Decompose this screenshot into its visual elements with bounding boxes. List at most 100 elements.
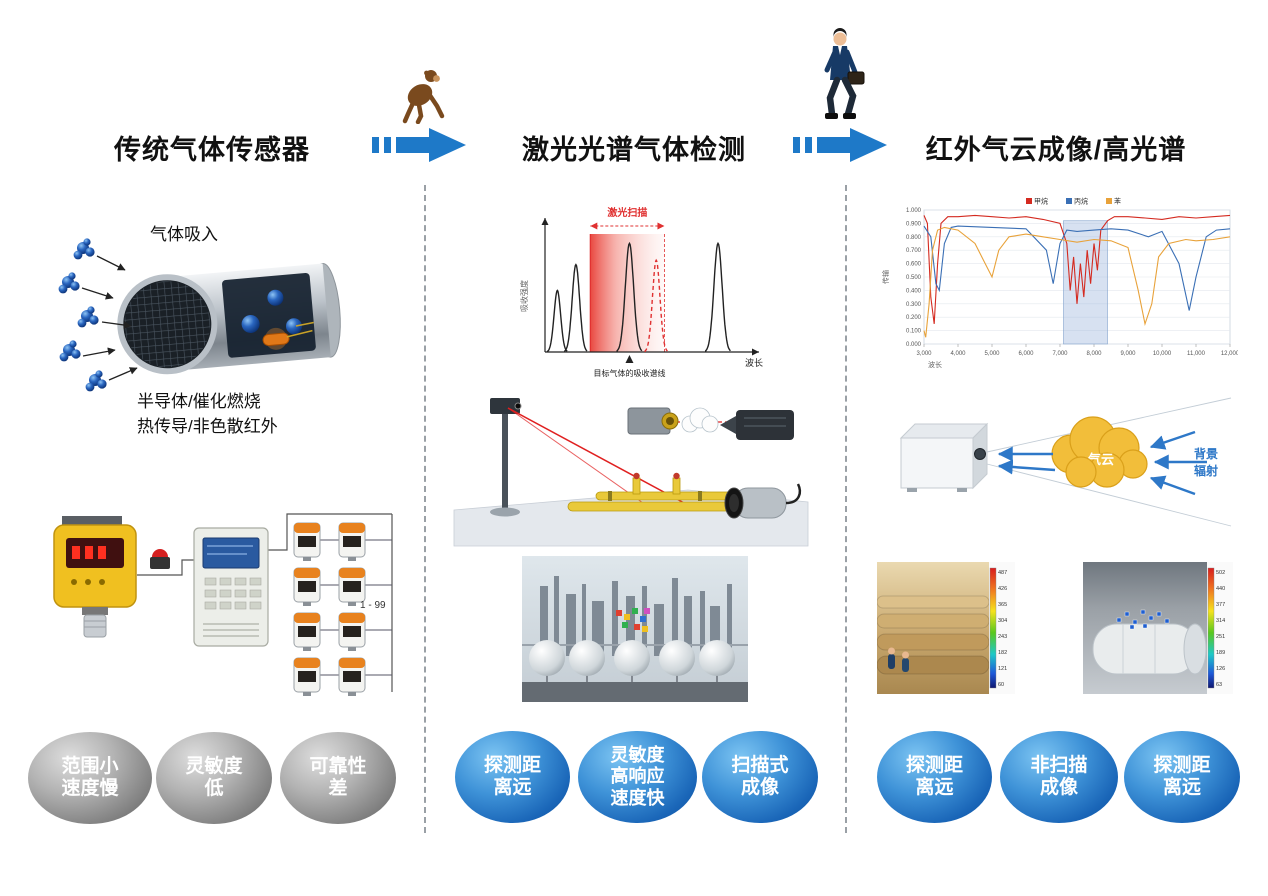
svg-text:1.000: 1.000 (906, 208, 922, 214)
gas-puff (681, 407, 719, 433)
advantage-badge: 灵敏度 高响应 速度快 (578, 731, 697, 823)
workers (888, 647, 909, 672)
detector-network-illustration: 1 - 99 (22, 500, 412, 705)
right-arrow-icon (793, 128, 887, 162)
advantage-badge: 非扫描 成像 (1000, 731, 1118, 823)
spectral-peak (546, 289, 568, 352)
badge-label: 探测距 离远 (1153, 754, 1211, 798)
evolution-arrow-1 (372, 127, 467, 163)
alarm-siren (150, 549, 170, 569)
badge-label: 灵敏度 低 (185, 755, 243, 799)
svg-text:0.200: 0.200 (906, 315, 922, 321)
svg-text:365: 365 (998, 602, 1007, 608)
controller-panel (193, 527, 269, 647)
chart-series-1 (923, 225, 1231, 311)
chart-series-0 (923, 214, 1231, 324)
svg-text:10,000: 10,000 (1153, 351, 1172, 357)
column-title-laser: 激光光谱气体检测 (522, 135, 746, 165)
spectral-peak (564, 263, 588, 352)
tank (1092, 623, 1207, 675)
column-title-traditional: 传统气体传感器 (114, 135, 310, 165)
badge-label: 探测距 离远 (905, 754, 963, 798)
x-axis-label: 波长 (745, 357, 763, 368)
svg-text:6,000: 6,000 (1018, 351, 1034, 357)
svg-text:304: 304 (998, 618, 1007, 624)
laser-mast (490, 398, 522, 517)
svg-text:182: 182 (998, 650, 1007, 656)
badge-label: 范围小 速度慢 (61, 755, 119, 799)
thermal-image-tank: 502 440 377 314 251 189 126 63 (1083, 562, 1233, 694)
thermal-camera (724, 483, 802, 519)
svg-text:426: 426 (998, 586, 1007, 592)
advantage-badge: 探测距 离远 (1124, 731, 1240, 823)
badge-label: 灵敏度 高响应 速度快 (610, 745, 665, 808)
svg-text:502: 502 (1216, 570, 1225, 576)
column-divider (424, 185, 426, 833)
limitation-badge: 可靠性 差 (280, 732, 396, 824)
evolution-arrow-2 (793, 127, 888, 163)
spectral-peak (644, 258, 668, 352)
detector-count-label: 1 - 99 (360, 600, 386, 611)
svg-text:126: 126 (1216, 666, 1225, 672)
spectral-peak (705, 241, 731, 352)
svg-text:0.600: 0.600 (906, 262, 922, 268)
svg-text:63: 63 (1216, 682, 1222, 688)
svg-text:487: 487 (998, 570, 1007, 576)
target-line-annotation: 目标气体的吸收谱线 (593, 368, 665, 378)
background-radiation-label: 背景 辐射 (1193, 447, 1218, 479)
detector-tree (293, 522, 392, 696)
svg-text:0.700: 0.700 (906, 248, 922, 254)
svg-text:7,000: 7,000 (1052, 351, 1068, 357)
svg-text:243: 243 (998, 634, 1007, 640)
detection-markers (1116, 609, 1170, 630)
svg-text:11,000: 11,000 (1187, 351, 1206, 357)
colorbar-labels: 502 440 377 314 251 189 126 63 (1216, 570, 1225, 688)
laser-scan-spectrum-chart: 激光扫描目标气体的吸收谱线波长吸收强度 (505, 192, 765, 392)
svg-text:9,000: 9,000 (1120, 351, 1136, 357)
storage-spheres (529, 640, 735, 688)
svg-text:314: 314 (1216, 618, 1225, 624)
svg-text:377: 377 (1216, 602, 1225, 608)
y-axis-label: 吸收强度 (519, 280, 529, 312)
svg-text:0.500: 0.500 (906, 275, 922, 281)
svg-text:251: 251 (1216, 634, 1225, 640)
svg-text:189: 189 (1216, 650, 1225, 656)
advantage-badge: 探测距 离远 (877, 731, 992, 823)
column-title-infrared: 红外气云成像/高光谱 (925, 135, 1187, 165)
svg-text:3,000: 3,000 (916, 351, 932, 357)
detector-head (720, 410, 794, 440)
sensor-tech-label: 半导体/催化燃烧 热传导/非色散红外 (137, 392, 278, 436)
x-axis-label: 波长 (928, 360, 942, 369)
y-axis-label: 传输 (881, 270, 890, 284)
svg-text:0.100: 0.100 (906, 329, 922, 335)
monkey-icon (398, 66, 448, 124)
refinery-photo (522, 556, 748, 702)
gas-cloud-imaging-scene: 气云 (893, 392, 1233, 532)
svg-text:121: 121 (998, 666, 1007, 672)
gas-cloud (1051, 416, 1148, 488)
network-wires (137, 513, 393, 692)
svg-text:440: 440 (1216, 586, 1225, 592)
ground (522, 682, 748, 702)
legend-item: 甲烷 (1034, 197, 1048, 206)
svg-text:0.400: 0.400 (906, 288, 922, 294)
badge-label: 非扫描 成像 (1030, 754, 1088, 798)
businessman-icon (812, 28, 868, 124)
svg-text:12,000: 12,000 (1221, 351, 1238, 357)
svg-text:4,000: 4,000 (950, 351, 966, 357)
legend-item: 苯 (1114, 197, 1121, 206)
right-arrow-icon (372, 128, 466, 162)
svg-text:0.900: 0.900 (906, 221, 922, 227)
colorbar (1207, 567, 1215, 689)
gas-detector-device (53, 516, 137, 638)
advantage-badge: 探测距 离远 (455, 731, 570, 823)
svg-text:0.300: 0.300 (906, 302, 922, 308)
spectral-peak (616, 241, 643, 352)
sensor-cylinder (117, 262, 341, 375)
ir-camera-box (899, 422, 989, 492)
svg-text:5,000: 5,000 (984, 351, 1000, 357)
svg-text:8,000: 8,000 (1086, 351, 1102, 357)
radiation-arrows (997, 430, 1207, 496)
